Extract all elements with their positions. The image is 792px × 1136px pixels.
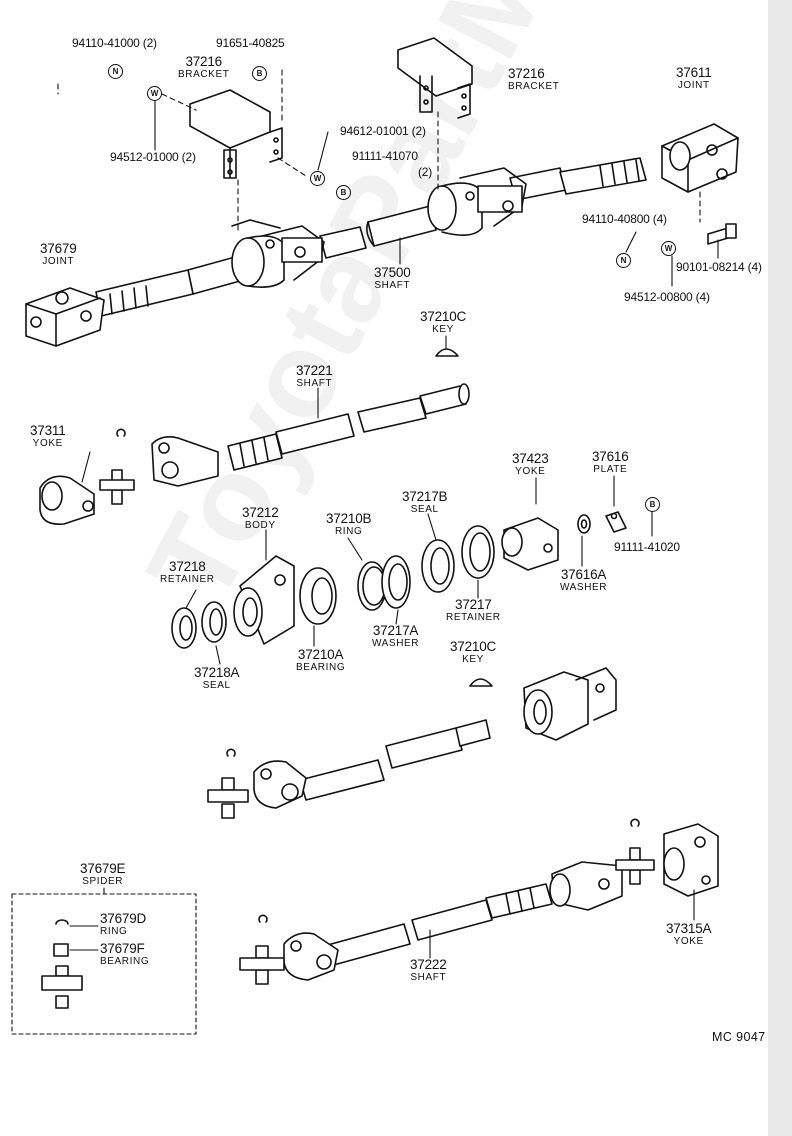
shaft-37500-drawing (95, 157, 647, 317)
code-91111-41070: 91111-41070 (352, 149, 418, 163)
yoke-front-drawing (151, 436, 219, 487)
center-bearing-lower-drawing (523, 667, 617, 741)
yoke-lower-b-drawing (283, 932, 339, 981)
washer-symbol: W (310, 171, 325, 186)
body-37212-drawing (233, 555, 295, 645)
leader-lines-top (154, 75, 719, 287)
diagram-reference-code: MC 9047 (712, 1030, 766, 1044)
parts-diagram-sheet: ToyotaPartMine.ru (0, 0, 768, 1136)
key-37210c-lower-drawing (469, 678, 493, 687)
center-bearing-left-drawing (231, 219, 325, 288)
washer-symbol: W (147, 86, 162, 101)
yoke-lower-a-drawing (253, 760, 307, 809)
assembly-lines-top (57, 69, 701, 233)
yoke-37423-drawing (501, 517, 559, 571)
washer-37217a-drawing (381, 555, 411, 609)
spider-kit-box (11, 887, 197, 1035)
code-94612-01001: 94612-01001 (2) (340, 124, 426, 138)
bracket-left-drawing (189, 89, 283, 179)
plate-37616-drawing (605, 511, 627, 533)
bracket-right-drawing (397, 37, 473, 119)
spider-37311-drawing (99, 428, 135, 505)
leader-lines-bottom (429, 889, 695, 959)
slip-yoke-drawing (549, 861, 623, 911)
code-90101-08214: 90101-08214 (4) (676, 260, 762, 274)
shaft-lower-a-drawing (299, 719, 491, 801)
shaft-37221-drawing (227, 383, 470, 471)
exploded-view-drawing (11, 37, 739, 1035)
bearing-37210a-drawing (299, 567, 337, 625)
joint-37611-drawing (661, 123, 739, 193)
bolt-symbol: B (645, 497, 660, 512)
key-37210c-upper-drawing (435, 348, 459, 357)
center-bearing-right-drawing (427, 167, 527, 236)
code-91111-41070-qty: (2) (418, 165, 433, 179)
code-94512-01000: 94512-01000 (2) (110, 150, 196, 164)
retainer-37217-drawing (461, 525, 495, 579)
bolt-90101-08214-drawing (707, 223, 737, 245)
spider-lower-a-drawing (207, 748, 249, 819)
code-91111-41020: 91111-41020 (614, 540, 680, 554)
washer-37616a-drawing (577, 514, 591, 534)
bolt-symbol: B (336, 185, 351, 200)
shaft-37222-drawing (323, 883, 553, 967)
seal-37218a-drawing (201, 601, 227, 643)
code-94512-00800: 94512-00800 (4) (624, 290, 710, 304)
yoke-37311-drawing (39, 475, 95, 526)
retainer-37218-drawing (171, 607, 197, 649)
leader-lines-middle (81, 335, 653, 665)
spider-lower-c-drawing (615, 818, 655, 885)
yoke-37315a-drawing (663, 823, 719, 897)
nut-symbol: N (108, 64, 123, 79)
washer-symbol: W (661, 241, 676, 256)
joint-37679-drawing (25, 287, 105, 347)
nut-symbol: N (616, 253, 631, 268)
code-91651-40825: 91651-40825 (216, 36, 285, 50)
code-94110-41000: 94110-41000 (2) (72, 36, 157, 50)
seal-37217b-drawing (421, 539, 455, 593)
bolt-symbol: B (252, 66, 267, 81)
spider-lower-b-drawing (239, 914, 285, 985)
code-94110-40800: 94110-40800 (4) (582, 212, 667, 226)
